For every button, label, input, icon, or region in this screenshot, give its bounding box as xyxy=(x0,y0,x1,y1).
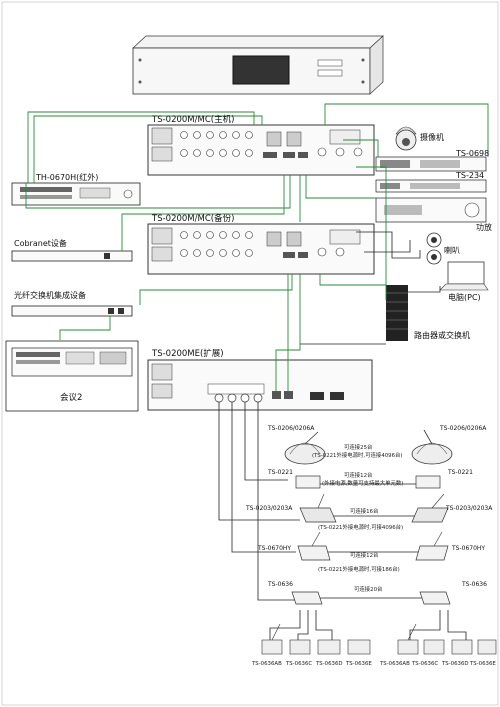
camera-device xyxy=(395,126,417,151)
top-rack-unit xyxy=(132,35,384,95)
audio-jack xyxy=(219,249,227,257)
audio-jack xyxy=(206,149,214,157)
bottom-caption: TS-0636AB xyxy=(380,661,410,667)
audio-jack xyxy=(219,149,227,157)
router-label: 路由器或交换机 xyxy=(414,331,470,340)
ts0636-right-device xyxy=(419,591,451,605)
ts0698-label: TS-0698 xyxy=(456,149,490,158)
audio-jack xyxy=(180,231,188,239)
audio-jack xyxy=(193,131,201,139)
audio-jack xyxy=(219,131,227,139)
ts0670-left-label: TS-0670HY xyxy=(258,545,292,552)
ts0206-right-device xyxy=(411,429,453,465)
audio-jack xyxy=(180,149,188,157)
ts0203-left-label: TS-0203/0203A xyxy=(246,505,293,512)
backup-unit-label: TS-0200M/MC(备份) xyxy=(152,214,235,224)
ts0221-right-label: TS-0221 xyxy=(448,469,473,476)
audio-jack xyxy=(193,231,201,239)
note-12: 可连接12台 xyxy=(344,473,373,479)
fiber-switch-device xyxy=(11,305,133,317)
amplifier-label: 功放 xyxy=(476,223,492,232)
main-unit-panel xyxy=(147,124,375,176)
ts0221-right-device xyxy=(415,475,441,489)
audio-jack xyxy=(245,249,253,257)
camera-label: 摄像机 xyxy=(420,133,444,142)
audio-jack xyxy=(206,249,214,257)
audio-jack xyxy=(206,231,214,239)
ts0206-right-label: TS-0206/0206A xyxy=(440,425,487,432)
ts0636-left-label: TS-0636 xyxy=(268,581,293,588)
bottom-modules xyxy=(261,623,497,655)
audio-jack xyxy=(245,231,253,239)
audio-jack xyxy=(232,131,240,139)
ts0203-right-label: TS-0203/0203A xyxy=(446,505,493,512)
note-16-detail: (TS-0221外接电源时,可接4096台) xyxy=(318,525,404,531)
computer-label: 电脑(PC) xyxy=(448,293,481,302)
amplifier-unit xyxy=(375,197,487,223)
audio-jack xyxy=(245,149,253,157)
router-switch-icon xyxy=(386,285,408,341)
main-unit-label: TS-0200M/MC(主机) xyxy=(152,115,235,125)
note-25-detail: (TS-0221外接电源时,可连接4096台) xyxy=(312,453,403,459)
ts0636-right-label: TS-0636 xyxy=(462,581,487,588)
bottom-caption: TS-0636C xyxy=(412,661,439,667)
audio-jack xyxy=(193,149,201,157)
audio-jack xyxy=(180,131,188,139)
audio-jack xyxy=(245,131,253,139)
speaker-icons xyxy=(426,232,442,265)
ts0698-unit xyxy=(375,156,487,172)
audio-jack xyxy=(193,249,201,257)
speaker-label: 喇叭 xyxy=(444,246,460,255)
fiber-switch-label: 光纤交换机集成设备 xyxy=(14,291,86,300)
backup-unit-panel xyxy=(147,223,375,275)
bottom-caption: TS-0636AB xyxy=(252,661,282,667)
ts0203-right-device xyxy=(411,493,449,523)
ts0670-right-device xyxy=(415,531,449,561)
ts0206-left-device xyxy=(284,431,326,465)
ts0206-left-label: TS-0206/0206A xyxy=(268,425,315,432)
meeting2-group xyxy=(5,340,139,412)
note-20: 可连接20台 xyxy=(354,587,383,593)
bottom-caption: TS-0636E xyxy=(346,661,372,667)
ts0221-left-device xyxy=(295,475,321,489)
note-16: 可连接16台 xyxy=(350,509,379,515)
meeting2-label: 会议2 xyxy=(60,393,83,403)
ts234-unit xyxy=(375,179,487,193)
infrared-label: TH-0670H(红外) xyxy=(36,173,99,182)
bottom-caption: TS-0636D xyxy=(316,661,343,667)
black-cables xyxy=(218,231,467,640)
note-12-detail: (外接电源,数量可支持最大单元数) xyxy=(322,481,404,487)
audio-jack xyxy=(232,231,240,239)
note-12b-detail: (TS-0221外接电源时,可接186台) xyxy=(318,567,400,573)
ts234-label: TS-234 xyxy=(456,171,485,180)
audio-jack xyxy=(219,231,227,239)
ts0203-left-device xyxy=(299,493,337,523)
expansion-unit-label: TS-0200ME(扩展) xyxy=(152,349,224,359)
expansion-unit-panel xyxy=(147,359,373,411)
note-12b: 可连接12台 xyxy=(350,553,379,559)
note-25: 可连接25台 xyxy=(344,445,373,451)
bottom-caption: TS-0636E xyxy=(470,661,496,667)
cobranet-label: Cobranet设备 xyxy=(14,239,67,248)
audio-jack xyxy=(206,131,214,139)
audio-jack xyxy=(180,249,188,257)
green-cables xyxy=(25,103,489,392)
audio-jack xyxy=(232,149,240,157)
computer-icon xyxy=(439,261,489,291)
cobranet-device xyxy=(11,250,133,262)
ts0221-left-label: TS-0221 xyxy=(268,469,293,476)
bottom-caption: TS-0636C xyxy=(286,661,313,667)
infrared-unit xyxy=(11,182,141,206)
audio-jack xyxy=(232,249,240,257)
ts0670-left-device xyxy=(297,531,331,561)
bottom-caption: TS-0636D xyxy=(442,661,469,667)
ts0636-left-device xyxy=(291,591,323,605)
ts0670-right-label: TS-0670HY xyxy=(452,545,486,552)
